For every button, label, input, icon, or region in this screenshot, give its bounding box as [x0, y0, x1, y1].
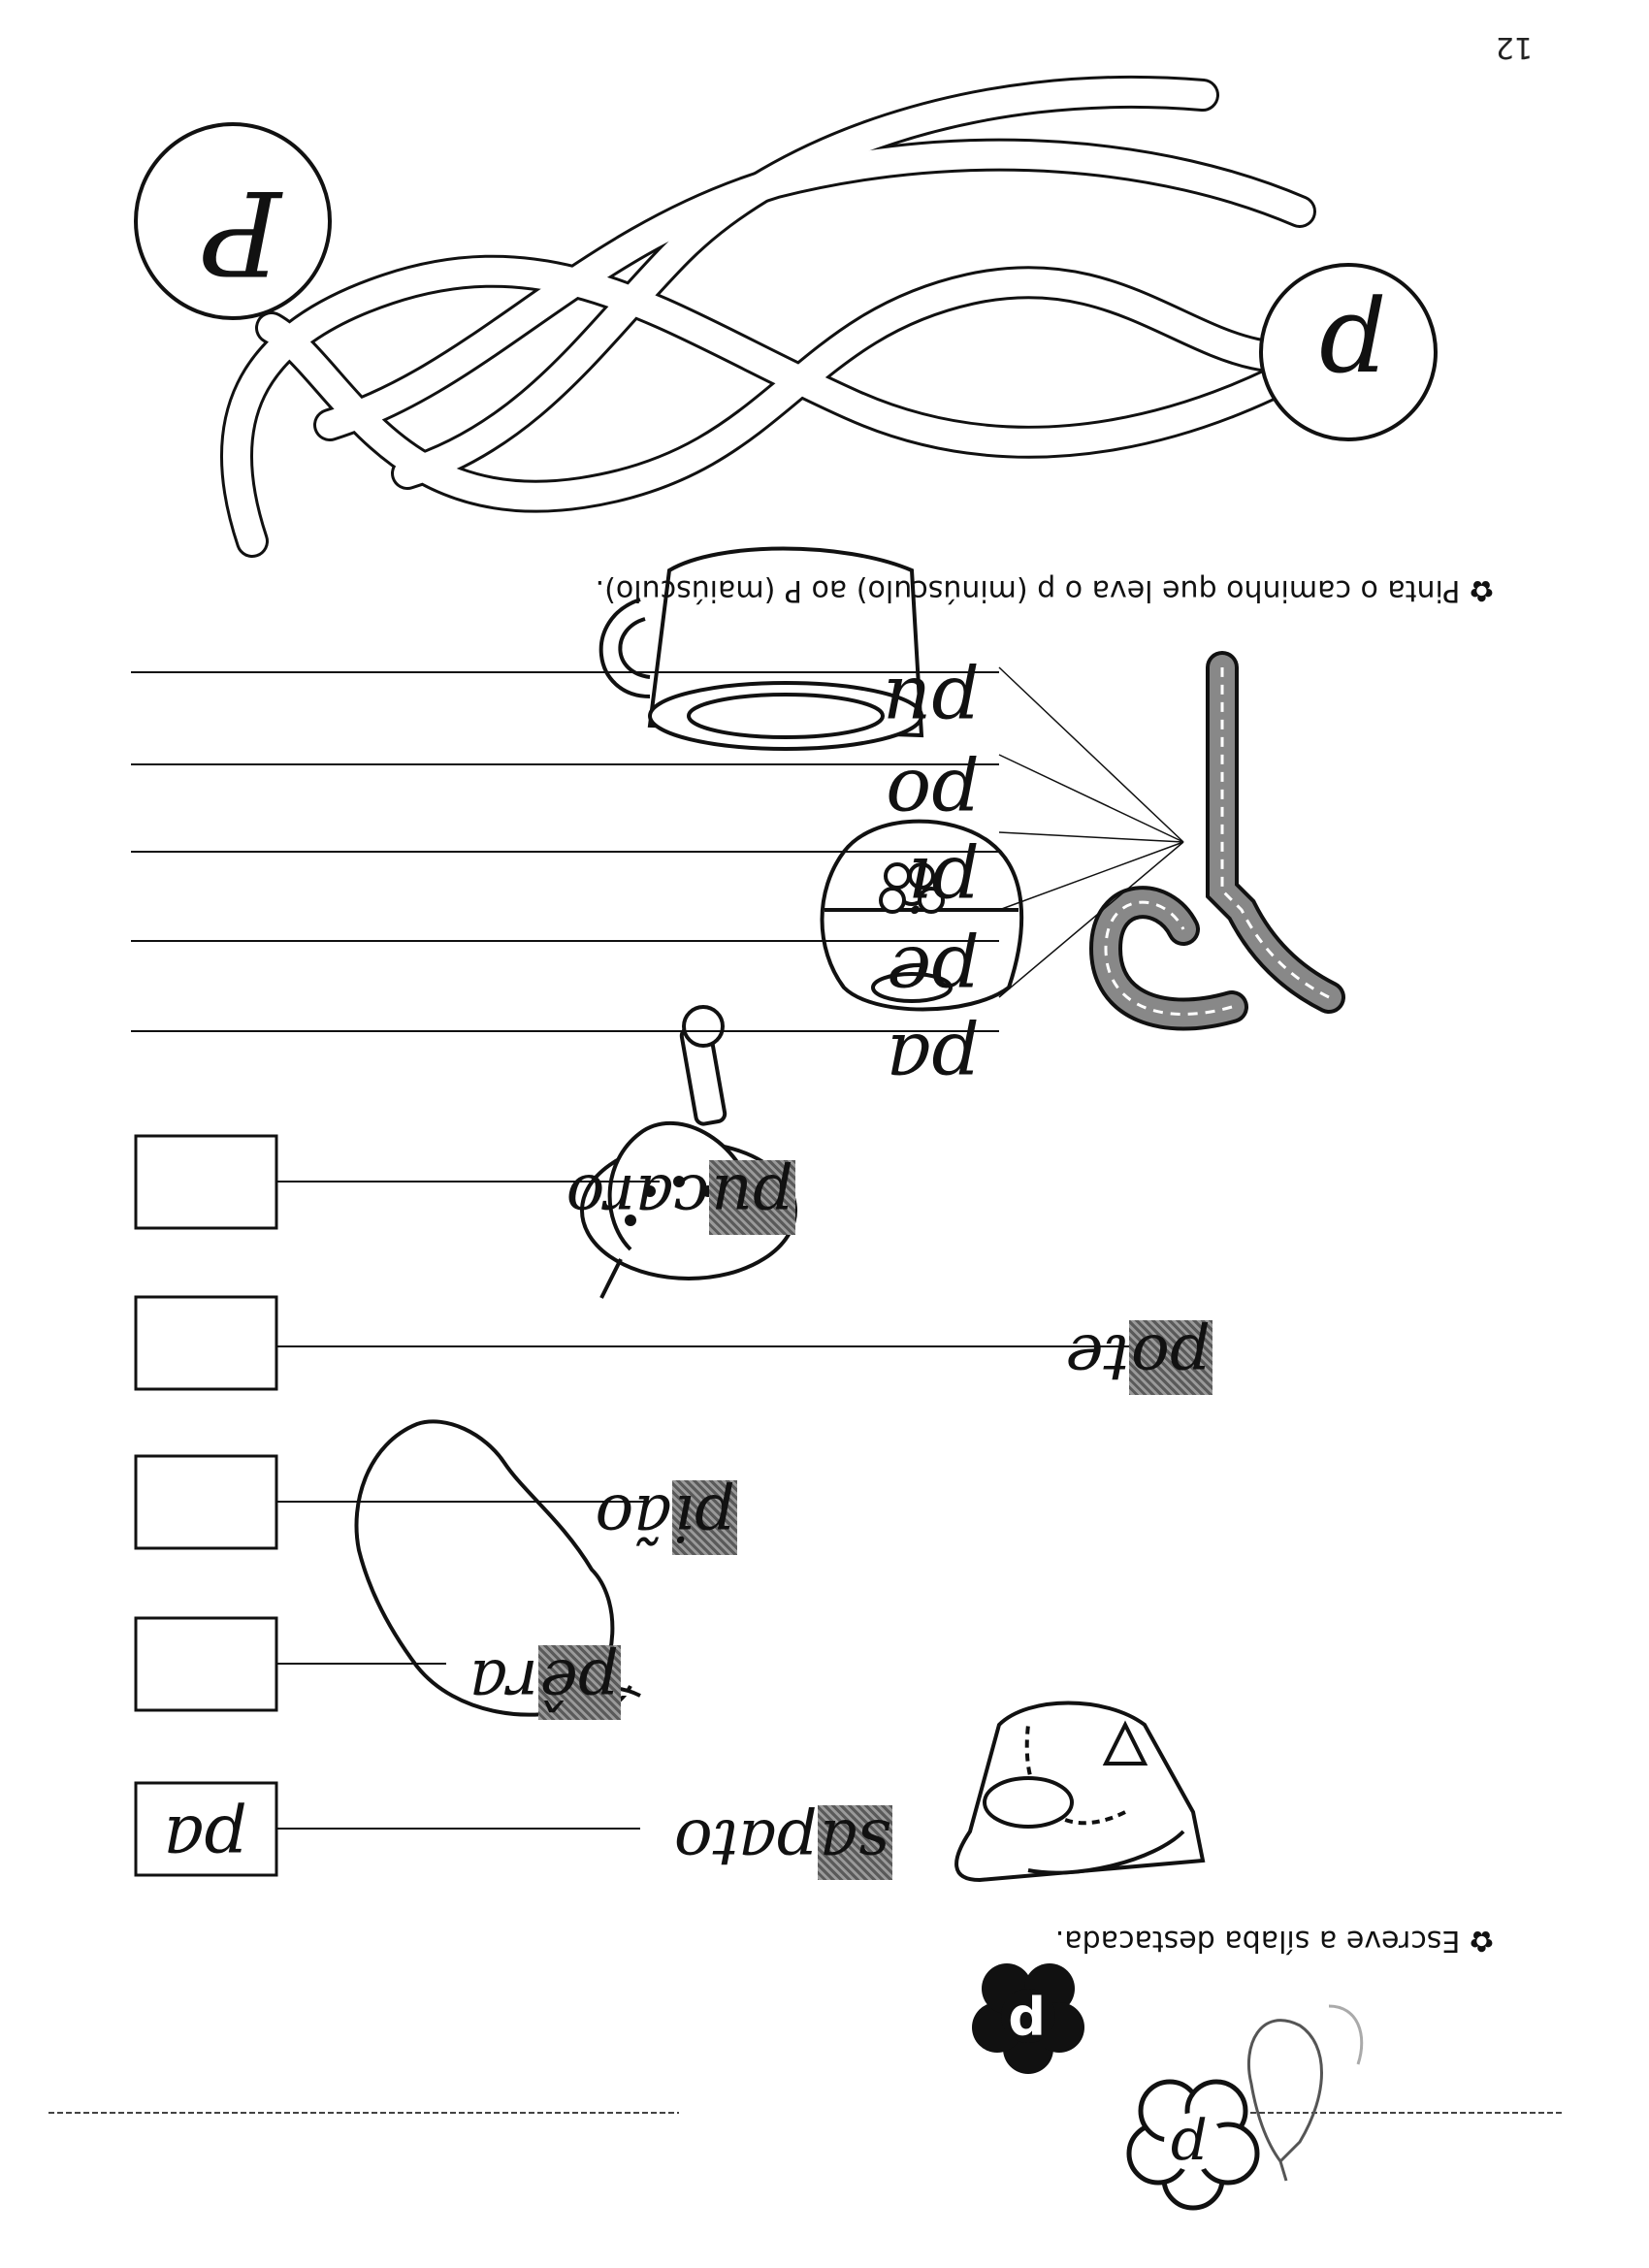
- answer-box-5[interactable]: [134, 1134, 278, 1230]
- maze-start-letter: p: [1318, 291, 1387, 415]
- cup-picture: [598, 546, 924, 751]
- maze-start-circle: [1259, 263, 1438, 441]
- answer-box-3[interactable]: [134, 1454, 278, 1550]
- maze-end-circle: [134, 122, 332, 320]
- connector-lines: [998, 666, 1184, 998]
- big-letter-p-outline: [1088, 651, 1345, 1031]
- answer-box-4[interactable]: [134, 1295, 278, 1391]
- writing-lines: [131, 671, 999, 1032]
- maze-end-letter: P: [203, 164, 281, 299]
- answer-box-1[interactable]: [134, 1781, 278, 1877]
- page-number: 12: [1495, 30, 1533, 64]
- outline-flower-icon: [1126, 2079, 1260, 2211]
- slippers-picture: [954, 1701, 1206, 1883]
- answer-box-2[interactable]: [134, 1616, 278, 1712]
- black-flower-icon: [972, 1963, 1084, 2074]
- header-pear-icon: [1246, 2004, 1364, 2182]
- maze-paths-fill: [222, 78, 1352, 555]
